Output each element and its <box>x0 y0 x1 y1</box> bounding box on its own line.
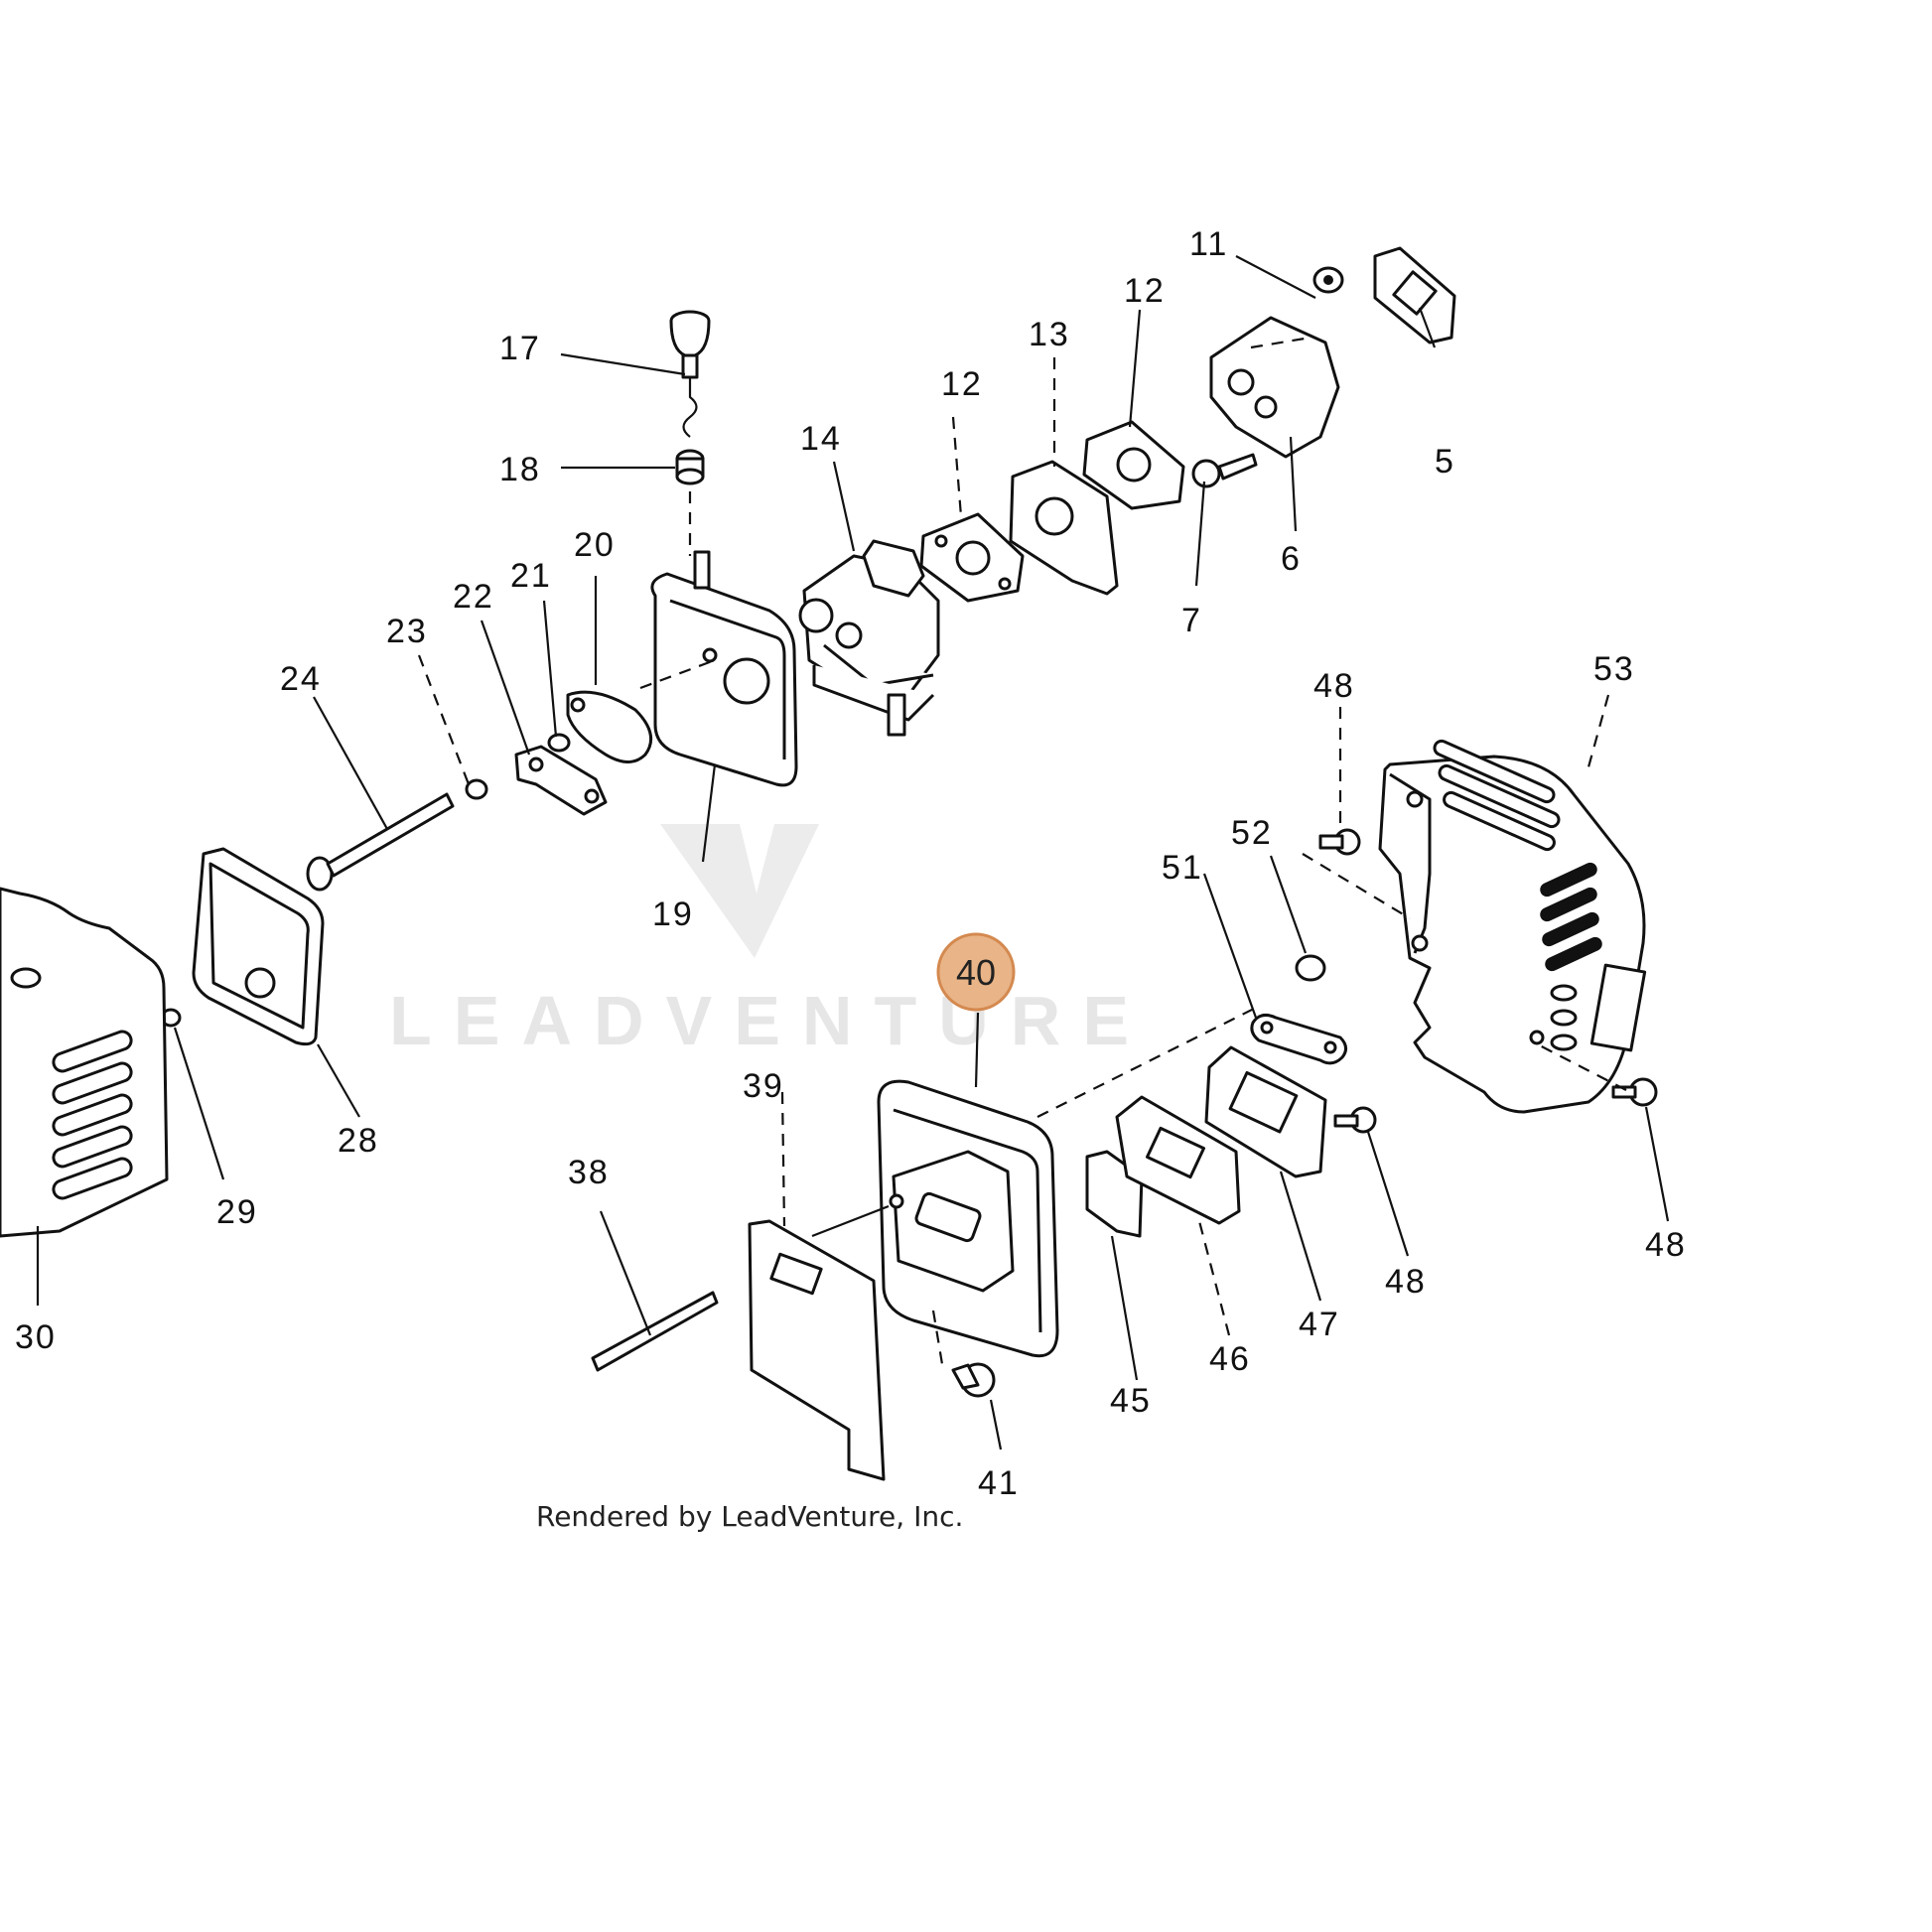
callout-24[interactable]: 24 <box>280 660 322 698</box>
callout-48-middle[interactable]: 48 <box>1385 1263 1427 1301</box>
callout-52[interactable]: 52 <box>1231 814 1273 852</box>
callout-18[interactable]: 18 <box>499 451 541 488</box>
watermark-logo-icon <box>660 653 819 958</box>
callout-39[interactable]: 39 <box>743 1067 784 1105</box>
part-39-gasket-plate[interactable] <box>748 1219 886 1481</box>
part-40-muffler[interactable] <box>877 1079 1059 1358</box>
callout-40[interactable]: 40 <box>956 952 996 993</box>
part-19-air-cleaner-case[interactable] <box>650 550 798 787</box>
part-48-bolt-right[interactable] <box>1611 1077 1658 1107</box>
part-47-gasket[interactable] <box>1204 1045 1327 1178</box>
callout-6[interactable]: 6 <box>1281 540 1302 578</box>
part-48-bolt-top[interactable] <box>1318 828 1361 856</box>
part-13-insulator[interactable] <box>1009 460 1119 596</box>
part-28-air-filter[interactable] <box>192 847 325 1046</box>
part-51-plate[interactable] <box>1250 1013 1347 1065</box>
part-18-grommet[interactable] <box>675 449 705 485</box>
callout-13[interactable]: 13 <box>1029 316 1070 353</box>
part-17-primer-knob[interactable] <box>669 310 711 438</box>
callout-19[interactable]: 19 <box>652 896 694 933</box>
callout-12-left[interactable]: 12 <box>941 365 983 403</box>
callout-22[interactable]: 22 <box>453 578 494 616</box>
callout-30[interactable]: 30 <box>15 1318 57 1356</box>
part-14-carburetor[interactable] <box>798 539 940 737</box>
callout-17[interactable]: 17 <box>499 330 541 367</box>
part-12-gasket-left[interactable] <box>919 512 1025 603</box>
leader-lines <box>36 255 1670 1450</box>
callout-23[interactable]: 23 <box>386 613 428 650</box>
part-30-cover[interactable] <box>0 887 169 1238</box>
callout-48-right[interactable]: 48 <box>1645 1226 1687 1264</box>
callout-12-right[interactable]: 12 <box>1124 272 1166 310</box>
callout-20[interactable]: 20 <box>574 526 616 564</box>
part-6-cylinder[interactable] <box>1209 316 1340 459</box>
callout-11[interactable]: 11 <box>1189 225 1228 263</box>
callout-21[interactable]: 21 <box>510 557 552 595</box>
part-12-gasket-right[interactable] <box>1082 420 1185 510</box>
watermark-text: LEADVENTURE <box>389 982 1151 1059</box>
callout-45[interactable]: 45 <box>1110 1382 1152 1420</box>
part-53-cylinder-cover[interactable] <box>1378 739 1647 1114</box>
callout-47[interactable]: 47 <box>1299 1306 1340 1343</box>
part-52-spacer[interactable] <box>1295 954 1326 982</box>
callout-14[interactable]: 14 <box>800 420 842 458</box>
part-11-nut[interactable] <box>1312 266 1344 294</box>
callout-51[interactable]: 51 <box>1162 849 1203 887</box>
callout-48-top[interactable]: 48 <box>1313 667 1355 705</box>
callout-7[interactable]: 7 <box>1181 602 1202 639</box>
highlight-marker-40 <box>936 932 1016 1012</box>
callout-28[interactable]: 28 <box>338 1122 379 1160</box>
leader-40-41 <box>931 1310 945 1371</box>
part-41-bolt[interactable] <box>951 1362 996 1398</box>
callout-5[interactable]: 5 <box>1435 443 1455 481</box>
part-5-gasket[interactable] <box>1373 246 1456 345</box>
callout-29[interactable]: 29 <box>216 1193 258 1231</box>
callout-labels: 11 12 12 13 14 17 18 5 6 7 19 20 21 22 2… <box>15 225 1687 1502</box>
part-48-bolt-middle[interactable] <box>1333 1106 1377 1134</box>
part-24-bolt[interactable] <box>306 792 455 892</box>
credit-text: Rendered by LeadVenture, Inc. <box>536 1500 963 1533</box>
callout-53[interactable]: 53 <box>1593 650 1635 688</box>
part-22-plate[interactable] <box>514 745 608 816</box>
part-7-bolt[interactable] <box>1191 453 1258 488</box>
part-46-gasket[interactable] <box>1115 1095 1241 1225</box>
part-23-washer[interactable] <box>465 778 488 800</box>
callout-41[interactable]: 41 <box>978 1464 1020 1502</box>
callout-46[interactable]: 46 <box>1209 1340 1251 1378</box>
part-20-gasket[interactable] <box>566 690 653 763</box>
part-38-stud[interactable] <box>591 1291 719 1372</box>
part-21-washer[interactable] <box>547 733 571 753</box>
callout-38[interactable]: 38 <box>568 1154 610 1191</box>
